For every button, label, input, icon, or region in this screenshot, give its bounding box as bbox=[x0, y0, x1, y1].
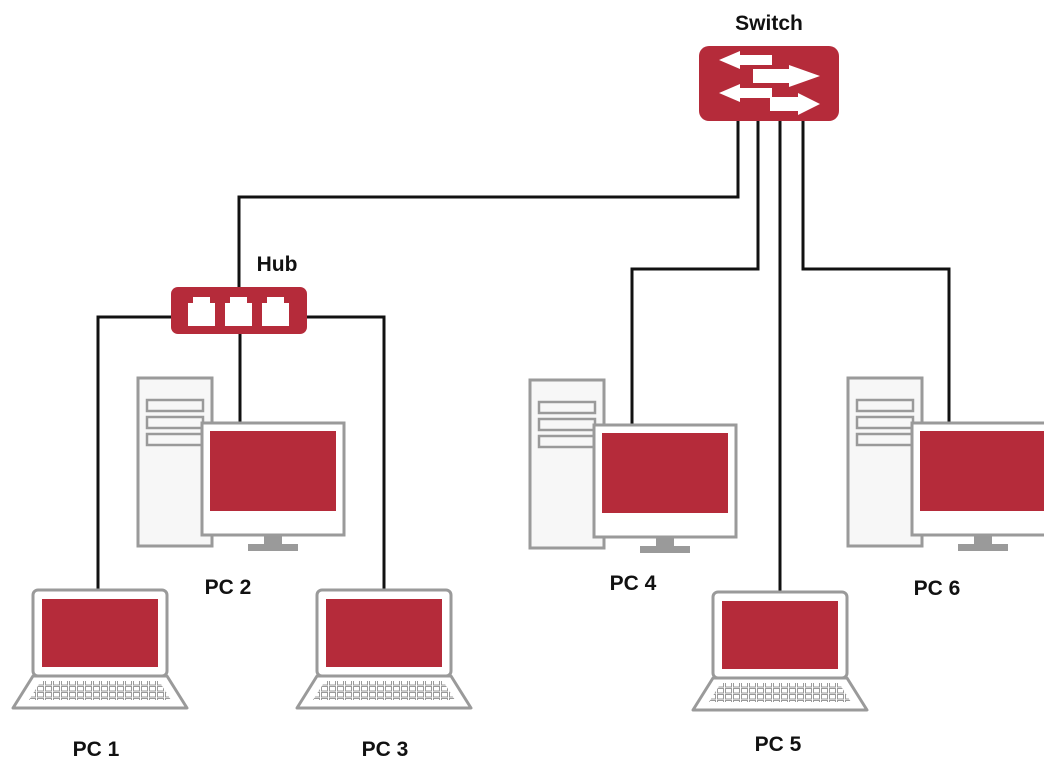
link-switch-pc6 bbox=[801, 118, 951, 428]
link-hub-pc1 bbox=[96, 315, 172, 590]
link-switch-hub bbox=[237, 118, 740, 287]
connection-lines bbox=[96, 118, 951, 592]
pc1-laptop: PC 1 bbox=[11, 588, 189, 758]
pc3-laptop: PC 3 bbox=[295, 588, 473, 758]
pc5-laptop: PC 5 bbox=[691, 590, 869, 756]
hub-label: Hub bbox=[257, 253, 298, 276]
switch-label: Switch bbox=[735, 12, 803, 35]
pc2-label: PC 2 bbox=[205, 576, 252, 599]
desktop-computer-icon bbox=[846, 376, 1044, 553]
pc5-label: PC 5 bbox=[755, 733, 802, 756]
pc6-desktop: PC 6 bbox=[846, 376, 1044, 600]
pc1-label: PC 1 bbox=[73, 738, 120, 758]
link-hub-pc3 bbox=[307, 315, 386, 590]
laptop-icon bbox=[295, 588, 473, 710]
link-switch-pc4 bbox=[630, 118, 760, 430]
pc3-label: PC 3 bbox=[362, 738, 409, 758]
pc4-label: PC 4 bbox=[610, 572, 657, 595]
pc2-desktop: PC 2 bbox=[136, 376, 346, 599]
laptop-icon bbox=[691, 590, 869, 712]
hub-device: Hub bbox=[171, 253, 307, 334]
pc4-desktop: PC 4 bbox=[528, 378, 738, 595]
laptop-icon bbox=[11, 588, 189, 710]
pc6-label: PC 6 bbox=[914, 577, 961, 600]
switch-device: Switch bbox=[699, 12, 839, 121]
